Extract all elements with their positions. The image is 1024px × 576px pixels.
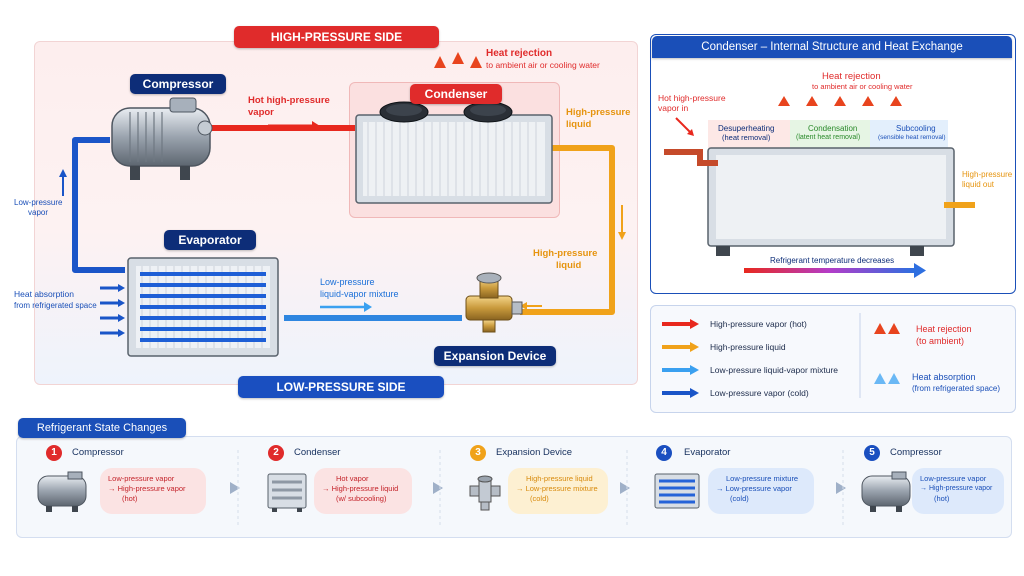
step-4-note: Low-pressure mixture → Low-pressure vapo… <box>708 468 814 514</box>
state-changes-title: Refrigerant State Changes <box>18 418 186 438</box>
legend-hp-vapor: High-pressure vapor (hot) <box>710 319 807 329</box>
zone-subcooling-title: Subcooling <box>896 124 936 133</box>
step-1-title: Compressor <box>72 447 124 458</box>
expansion-device-label: Expansion Device <box>434 346 556 366</box>
step-5-number: 5 <box>864 445 880 461</box>
step-4-line-3: (cold) <box>730 494 749 504</box>
legend-heat-absorption-2: (from refrigerated space) <box>912 384 1001 393</box>
lp-mixture-label-1: Low-pressure <box>320 277 375 287</box>
suction-pipe <box>72 137 125 273</box>
hot-vapor-label-2: vapor <box>248 107 274 118</box>
step-3-line-1: High-pressure liquid <box>526 474 593 483</box>
step-5-line-1: Low-pressure vapor <box>920 474 987 483</box>
step-3-note: High-pressure liquid → Low-pressure mixt… <box>508 468 608 514</box>
condenser-label: Condenser <box>410 84 502 104</box>
step-2-note: Hot vapor → High-pressure liquid (w/ sub… <box>314 468 412 514</box>
step-4-number: 4 <box>656 445 672 461</box>
legend-lp-vapor: Low-pressure vapor (cold) <box>710 388 809 398</box>
condenser-internal-diagram <box>664 96 975 278</box>
legend-heat-absorption-1: Heat absorption <box>912 372 976 382</box>
evaporator-unit <box>127 257 279 357</box>
condenser-panel-title: Condenser – Internal Structure and Heat … <box>652 36 1012 58</box>
panel-heat-rejection: Heat rejection <box>822 71 881 82</box>
liquid-line <box>520 145 615 315</box>
step-5-title: Compressor <box>890 447 942 458</box>
heat-absorption-arrows <box>100 284 125 337</box>
hp-liquid-label-2b: liquid <box>556 260 582 271</box>
step-3-line-3: (cold) <box>530 494 549 504</box>
hp-liquid-label-1b: liquid <box>566 119 592 130</box>
step-5-line-3: (hot) <box>934 493 950 503</box>
lp-vapor-label-2: vapor <box>28 208 49 217</box>
high-pressure-side-label: HIGH-PRESSURE SIDE <box>234 26 439 48</box>
temperature-decreases-note: Refrigerant temperature decreases <box>770 256 895 265</box>
panel-heat-rejection-sub: to ambient air or cooling water <box>812 82 913 91</box>
step-1-line-2: → High-pressure vapor <box>108 484 186 494</box>
legend-panel <box>650 305 1016 413</box>
expansion-valve <box>465 272 523 333</box>
compressor-unit <box>111 97 213 180</box>
panel-liquid-out-1: High-pressure <box>962 170 1013 179</box>
step-2-line-1: Hot vapor <box>336 474 369 483</box>
low-pressure-side-label: LOW-PRESSURE SIDE <box>238 376 444 398</box>
heat-absorption-label-1: Heat absorption <box>14 289 75 299</box>
zone-desuperheating-sub: (heat removal) <box>722 133 771 142</box>
heat-rejection-title: Heat rejection <box>486 48 553 59</box>
zone-desuperheating-title: Desuperheating <box>718 124 775 133</box>
expansion-inlet-arrow <box>520 302 542 310</box>
step-3-title: Expansion Device <box>496 447 573 458</box>
hp-liquid-label-1a: High-pressure <box>566 107 631 118</box>
state-icons <box>37 450 911 526</box>
lp-mixture-label-2: liquid-vapor mixture <box>320 289 399 299</box>
legend-lp-mixture: Low-pressure liquid-vapor mixture <box>710 365 839 375</box>
hp-liquid-label-2a: High-pressure <box>533 248 598 259</box>
compressor-label: Compressor <box>130 74 226 94</box>
mixture-arrow <box>320 302 372 312</box>
step-1-line-3: (hot) <box>122 494 138 504</box>
evaporator-label: Evaporator <box>164 230 256 250</box>
step-5-note: Low-pressure vapor → High-pressure vapor… <box>912 468 1004 514</box>
step-4-title: Evaporator <box>684 447 731 458</box>
vapor-up-arrow <box>59 169 67 196</box>
step-1-line-1: Low-pressure vapor <box>108 474 175 483</box>
hot-vapor-arrow <box>268 121 320 131</box>
step-4-line-2: → Low-pressure vapor <box>716 484 792 494</box>
condenser-unit <box>355 101 553 204</box>
zone-condensation-sub: (latent heat removal) <box>796 134 861 141</box>
step-2-title: Condenser <box>294 447 341 458</box>
heat-rejection-subtitle: to ambient air or cooling water <box>486 60 600 70</box>
zone-subcooling-sub: (sensible heat removal) <box>878 134 946 141</box>
lp-vapor-label-1: Low-pressure <box>14 198 63 207</box>
step-3-line-2: → Low-pressure mixture <box>516 484 598 494</box>
step-5-line-2: → High-pressure vapor <box>920 485 993 493</box>
zone-condensation-title: Condensation <box>808 124 858 133</box>
step-2-number: 2 <box>268 445 284 461</box>
heat-absorption-label-2: from refrigerated space <box>14 301 97 310</box>
legend-arrows <box>662 313 900 398</box>
panel-vapor-in-2: vapor in <box>658 103 689 113</box>
panel-liquid-out-2: liquid out <box>962 180 995 189</box>
panel-vapor-in-1: Hot high-pressure <box>658 93 726 103</box>
legend-heat-rejection-1: Heat rejection <box>916 324 972 334</box>
step-2-line-3: (w/ subcooling) <box>336 494 387 504</box>
step-2-line-2: → High-pressure liquid <box>322 484 399 494</box>
legend-heat-rejection-2: (to ambient) <box>916 336 965 346</box>
step-1-note: Low-pressure vapor → High-pressure vapor… <box>100 468 206 514</box>
step-1-number: 1 <box>46 445 62 461</box>
step-3-number: 3 <box>470 445 486 461</box>
hot-vapor-label-1: Hot high-pressure <box>248 95 330 106</box>
legend-hp-liquid: High-pressure liquid <box>710 342 786 352</box>
step-4-line-1: Low-pressure mixture <box>726 474 799 483</box>
hp-liquid-arrow-down <box>618 205 626 240</box>
